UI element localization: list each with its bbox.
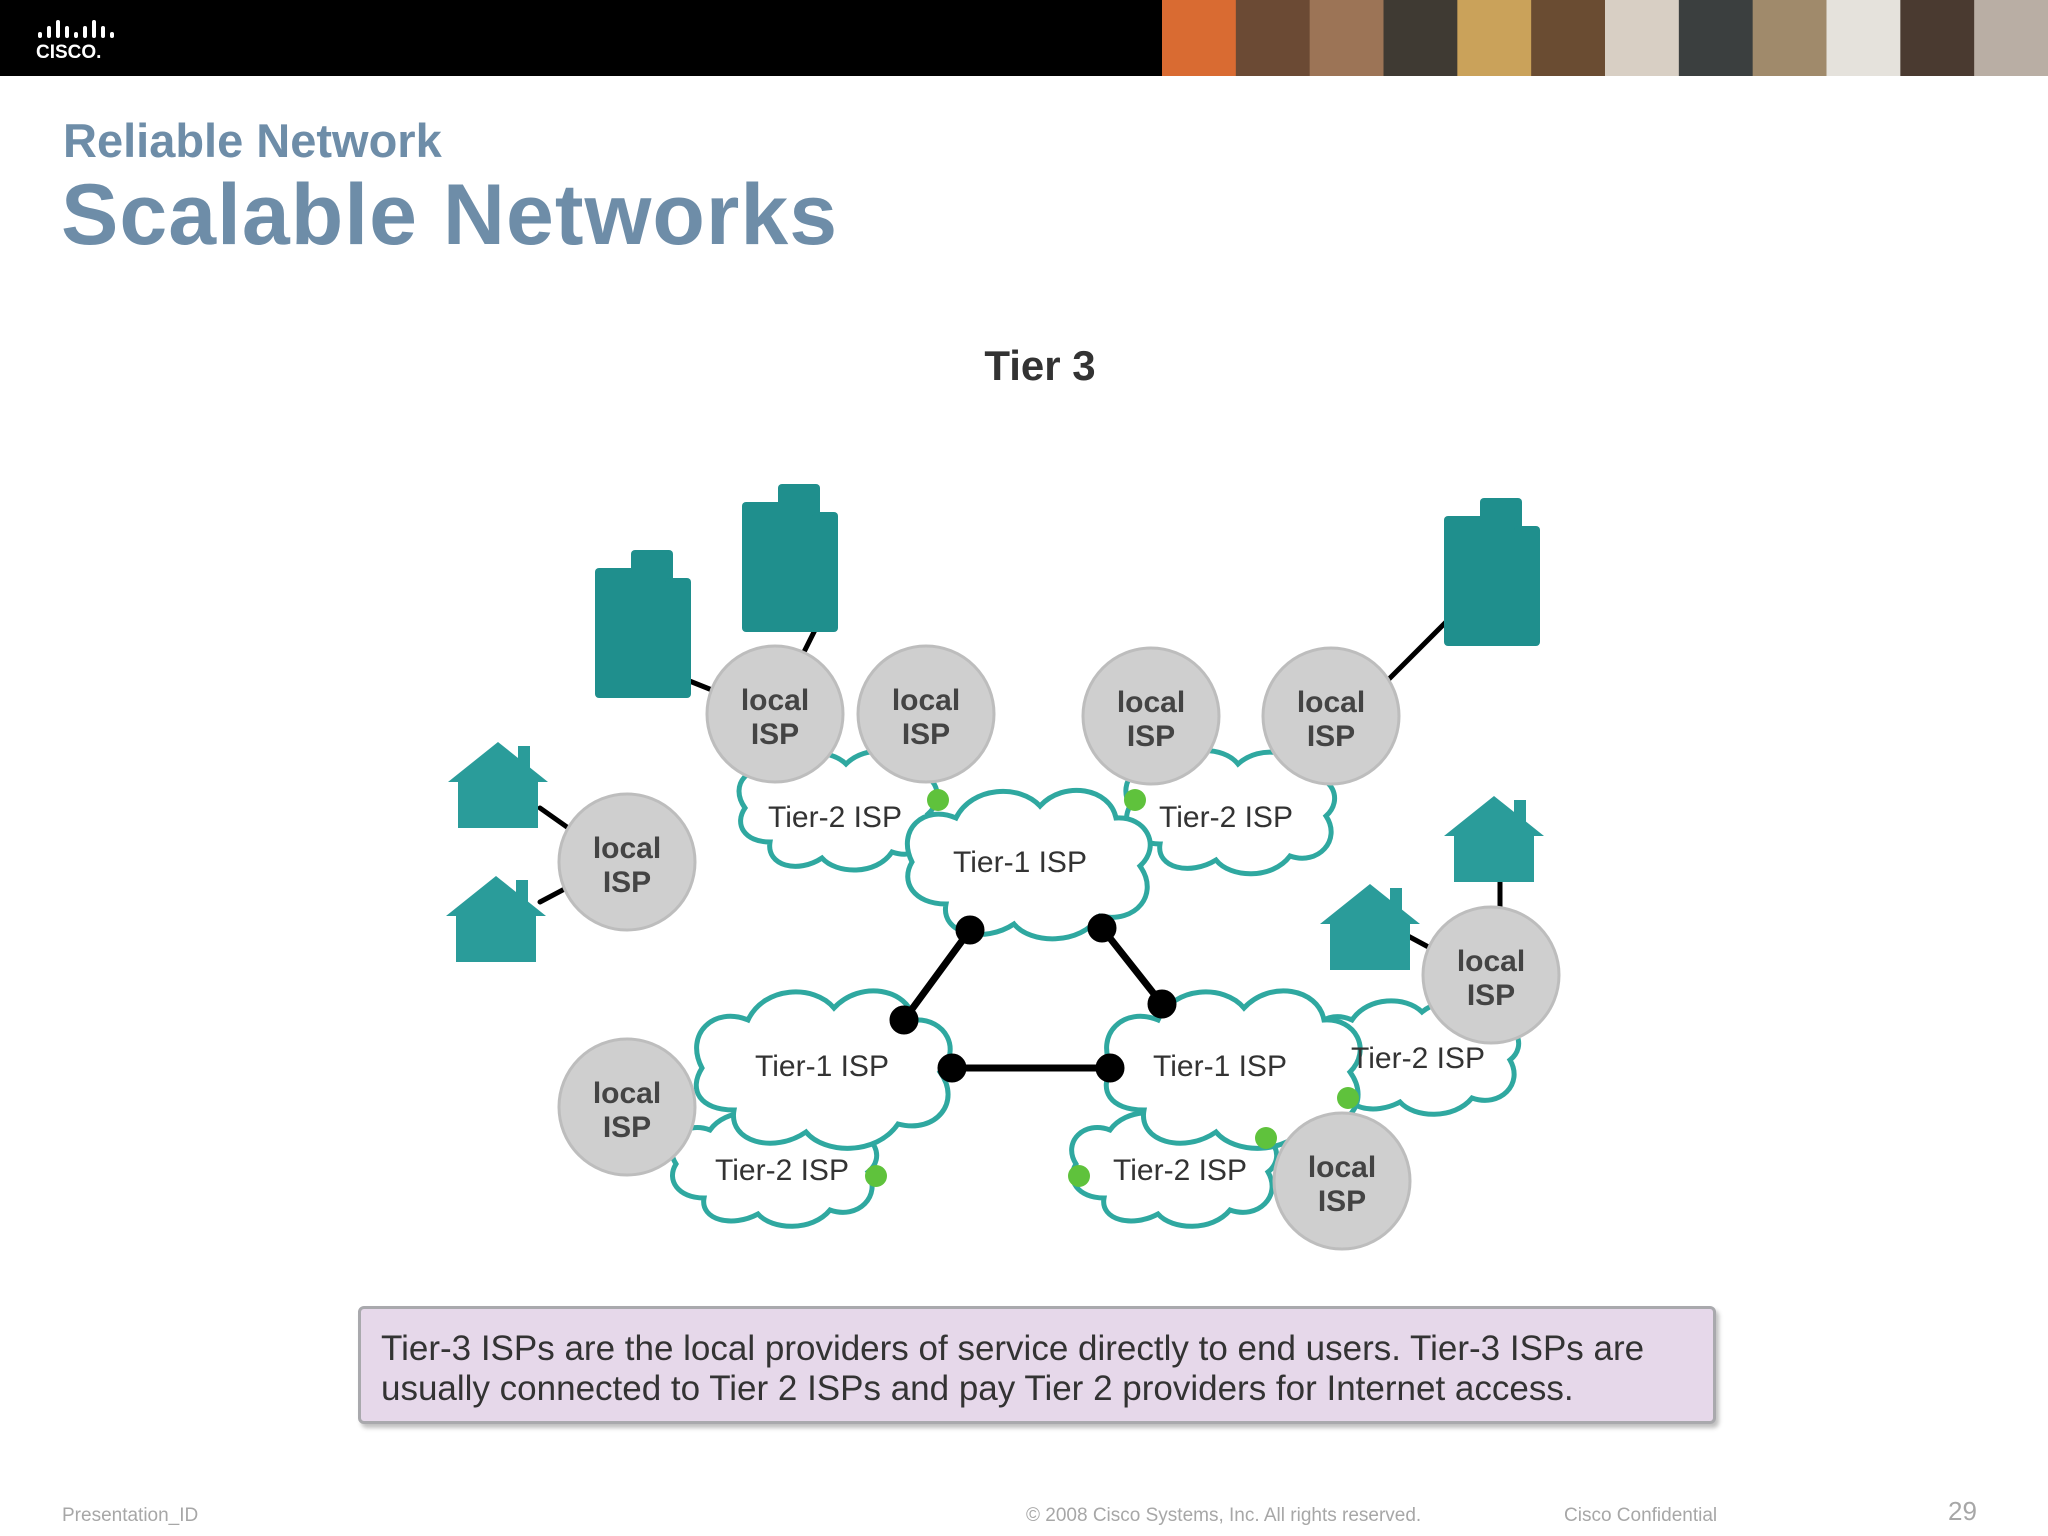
photo-tile bbox=[1605, 0, 1680, 76]
footer-presentation-id: Presentation_ID bbox=[62, 1505, 199, 1526]
local-isp-circle bbox=[1421, 905, 1561, 1045]
tier1-label: Tier-1 ISP bbox=[755, 1050, 889, 1083]
local-isp-circle bbox=[1272, 1111, 1412, 1251]
photo-tile bbox=[1383, 0, 1459, 76]
photo-tile bbox=[1974, 0, 2048, 76]
junction-dot bbox=[1068, 1165, 1090, 1187]
local-isp-circles bbox=[557, 644, 1561, 1251]
local-isp-label-line1: local bbox=[1297, 686, 1365, 719]
photo-tiles bbox=[1162, 0, 2048, 76]
people-photo-strip bbox=[1162, 0, 2048, 76]
footer-copyright: © 2008 Cisco Systems, Inc. All rights re… bbox=[1026, 1505, 1422, 1526]
local-isp-circle bbox=[1261, 646, 1401, 786]
junction-dot bbox=[1255, 1127, 1277, 1149]
local-isp-label-line1: local bbox=[1117, 686, 1185, 719]
local-isp-label-line1: local bbox=[741, 684, 809, 717]
cisco-logo: CISCO. bbox=[36, 20, 114, 63]
caption-line-1: Tier-3 ISPs are the local providers of s… bbox=[381, 1329, 1645, 1368]
house-icon bbox=[1444, 796, 1544, 882]
tier2-label: Tier-2 ISP bbox=[1159, 801, 1293, 834]
local-isp-labels: local ISP local ISP local ISP local ISP … bbox=[593, 684, 1525, 1218]
local-isp-circle bbox=[557, 792, 697, 932]
photo-tile bbox=[1826, 0, 1902, 76]
local-isp-label-line2: ISP bbox=[1318, 1185, 1366, 1218]
local-isp-label-line2: ISP bbox=[603, 1111, 651, 1144]
cisco-logo-bar bbox=[38, 32, 42, 38]
junction-dot bbox=[865, 1165, 887, 1187]
local-isp-circle bbox=[1081, 646, 1221, 786]
local-isp-circle bbox=[557, 1037, 697, 1177]
tier2-label: Tier-2 ISP bbox=[768, 801, 902, 834]
tier1-label: Tier-1 ISP bbox=[1153, 1050, 1287, 1083]
cisco-logo-bar bbox=[92, 20, 96, 38]
tier1-link-top-right bbox=[1098, 924, 1166, 1008]
local-isp-label-line2: ISP bbox=[603, 866, 651, 899]
footer-confidential: Cisco Confidential bbox=[1564, 1505, 1718, 1526]
tier1-cloud-right bbox=[1103, 988, 1363, 1151]
photo-tile bbox=[1235, 0, 1311, 76]
cisco-logo-bar bbox=[83, 26, 87, 38]
building-icon bbox=[742, 484, 838, 632]
local-isp-label-line1: local bbox=[1457, 945, 1525, 978]
link-node bbox=[889, 1005, 919, 1035]
junction-dot bbox=[1124, 789, 1146, 811]
link-building-c bbox=[1377, 617, 1451, 691]
link-node bbox=[1147, 989, 1177, 1019]
local-isp-label-line2: ISP bbox=[902, 718, 950, 751]
cisco-logo-bar bbox=[56, 20, 60, 38]
local-isp-circle bbox=[856, 644, 996, 784]
junction-dot bbox=[1337, 1087, 1359, 1109]
cisco-logo-bar bbox=[65, 26, 69, 38]
cisco-logo-bar bbox=[110, 32, 114, 38]
cisco-logo-bar bbox=[74, 32, 78, 38]
tier2-label: Tier-2 ISP bbox=[715, 1154, 849, 1187]
cisco-logo-bar bbox=[101, 26, 105, 38]
photo-tile bbox=[1162, 0, 1237, 76]
photo-tile bbox=[1309, 0, 1385, 76]
link-node bbox=[955, 915, 985, 945]
slide-title: Scalable Networks bbox=[61, 167, 839, 263]
photo-tile bbox=[1752, 0, 1828, 76]
header-bar: CISCO. bbox=[0, 0, 2048, 76]
photo-tile bbox=[1531, 0, 1606, 76]
cisco-logo-bars bbox=[38, 20, 114, 38]
local-isp-label-line1: local bbox=[892, 684, 960, 717]
caption-line-2: usually connected to Tier 2 ISPs and pay… bbox=[381, 1369, 1574, 1408]
local-isp-label-line1: local bbox=[593, 832, 661, 865]
photo-tile bbox=[1678, 0, 1754, 76]
house-icon bbox=[1320, 884, 1420, 970]
photo-tile bbox=[1457, 0, 1533, 76]
cloud-labels: Tier-2 ISP Tier-2 ISP Tier-1 ISP Tier-1 … bbox=[715, 801, 1485, 1187]
cisco-logo-text: CISCO. bbox=[36, 42, 101, 63]
photo-tile bbox=[1900, 0, 1976, 76]
slide-subtitle: Reliable Network bbox=[63, 114, 442, 167]
local-isp-label-line2: ISP bbox=[1127, 720, 1175, 753]
tier2-label: Tier-2 ISP bbox=[1113, 1154, 1247, 1187]
local-isp-label-line2: ISP bbox=[751, 718, 799, 751]
tier1-links bbox=[889, 913, 1177, 1083]
page-number: 29 bbox=[1948, 1496, 1977, 1526]
caption-box: Tier-3 ISPs are the local providers of s… bbox=[358, 1306, 1716, 1424]
tier2-label: Tier-2 ISP bbox=[1351, 1042, 1485, 1075]
house-icon bbox=[446, 876, 546, 962]
local-isp-circle bbox=[705, 644, 845, 784]
link-node bbox=[1087, 913, 1117, 943]
local-isp-label-line2: ISP bbox=[1307, 720, 1355, 753]
local-isp-label-line2: ISP bbox=[1467, 979, 1515, 1012]
link-node bbox=[1095, 1053, 1125, 1083]
junction-dots bbox=[865, 789, 1359, 1187]
local-isp-label-line1: local bbox=[1308, 1151, 1376, 1184]
junction-dot bbox=[927, 789, 949, 811]
building-icon bbox=[595, 550, 691, 698]
tier1-label: Tier-1 ISP bbox=[953, 846, 1087, 879]
diagram-heading: Tier 3 bbox=[984, 342, 1095, 389]
cisco-logo-bar bbox=[47, 26, 51, 38]
house-icon bbox=[448, 742, 548, 828]
tier1-link-top-left bbox=[900, 926, 974, 1024]
building-icon bbox=[1444, 498, 1540, 646]
link-node bbox=[937, 1053, 967, 1083]
local-isp-label-line1: local bbox=[593, 1077, 661, 1110]
